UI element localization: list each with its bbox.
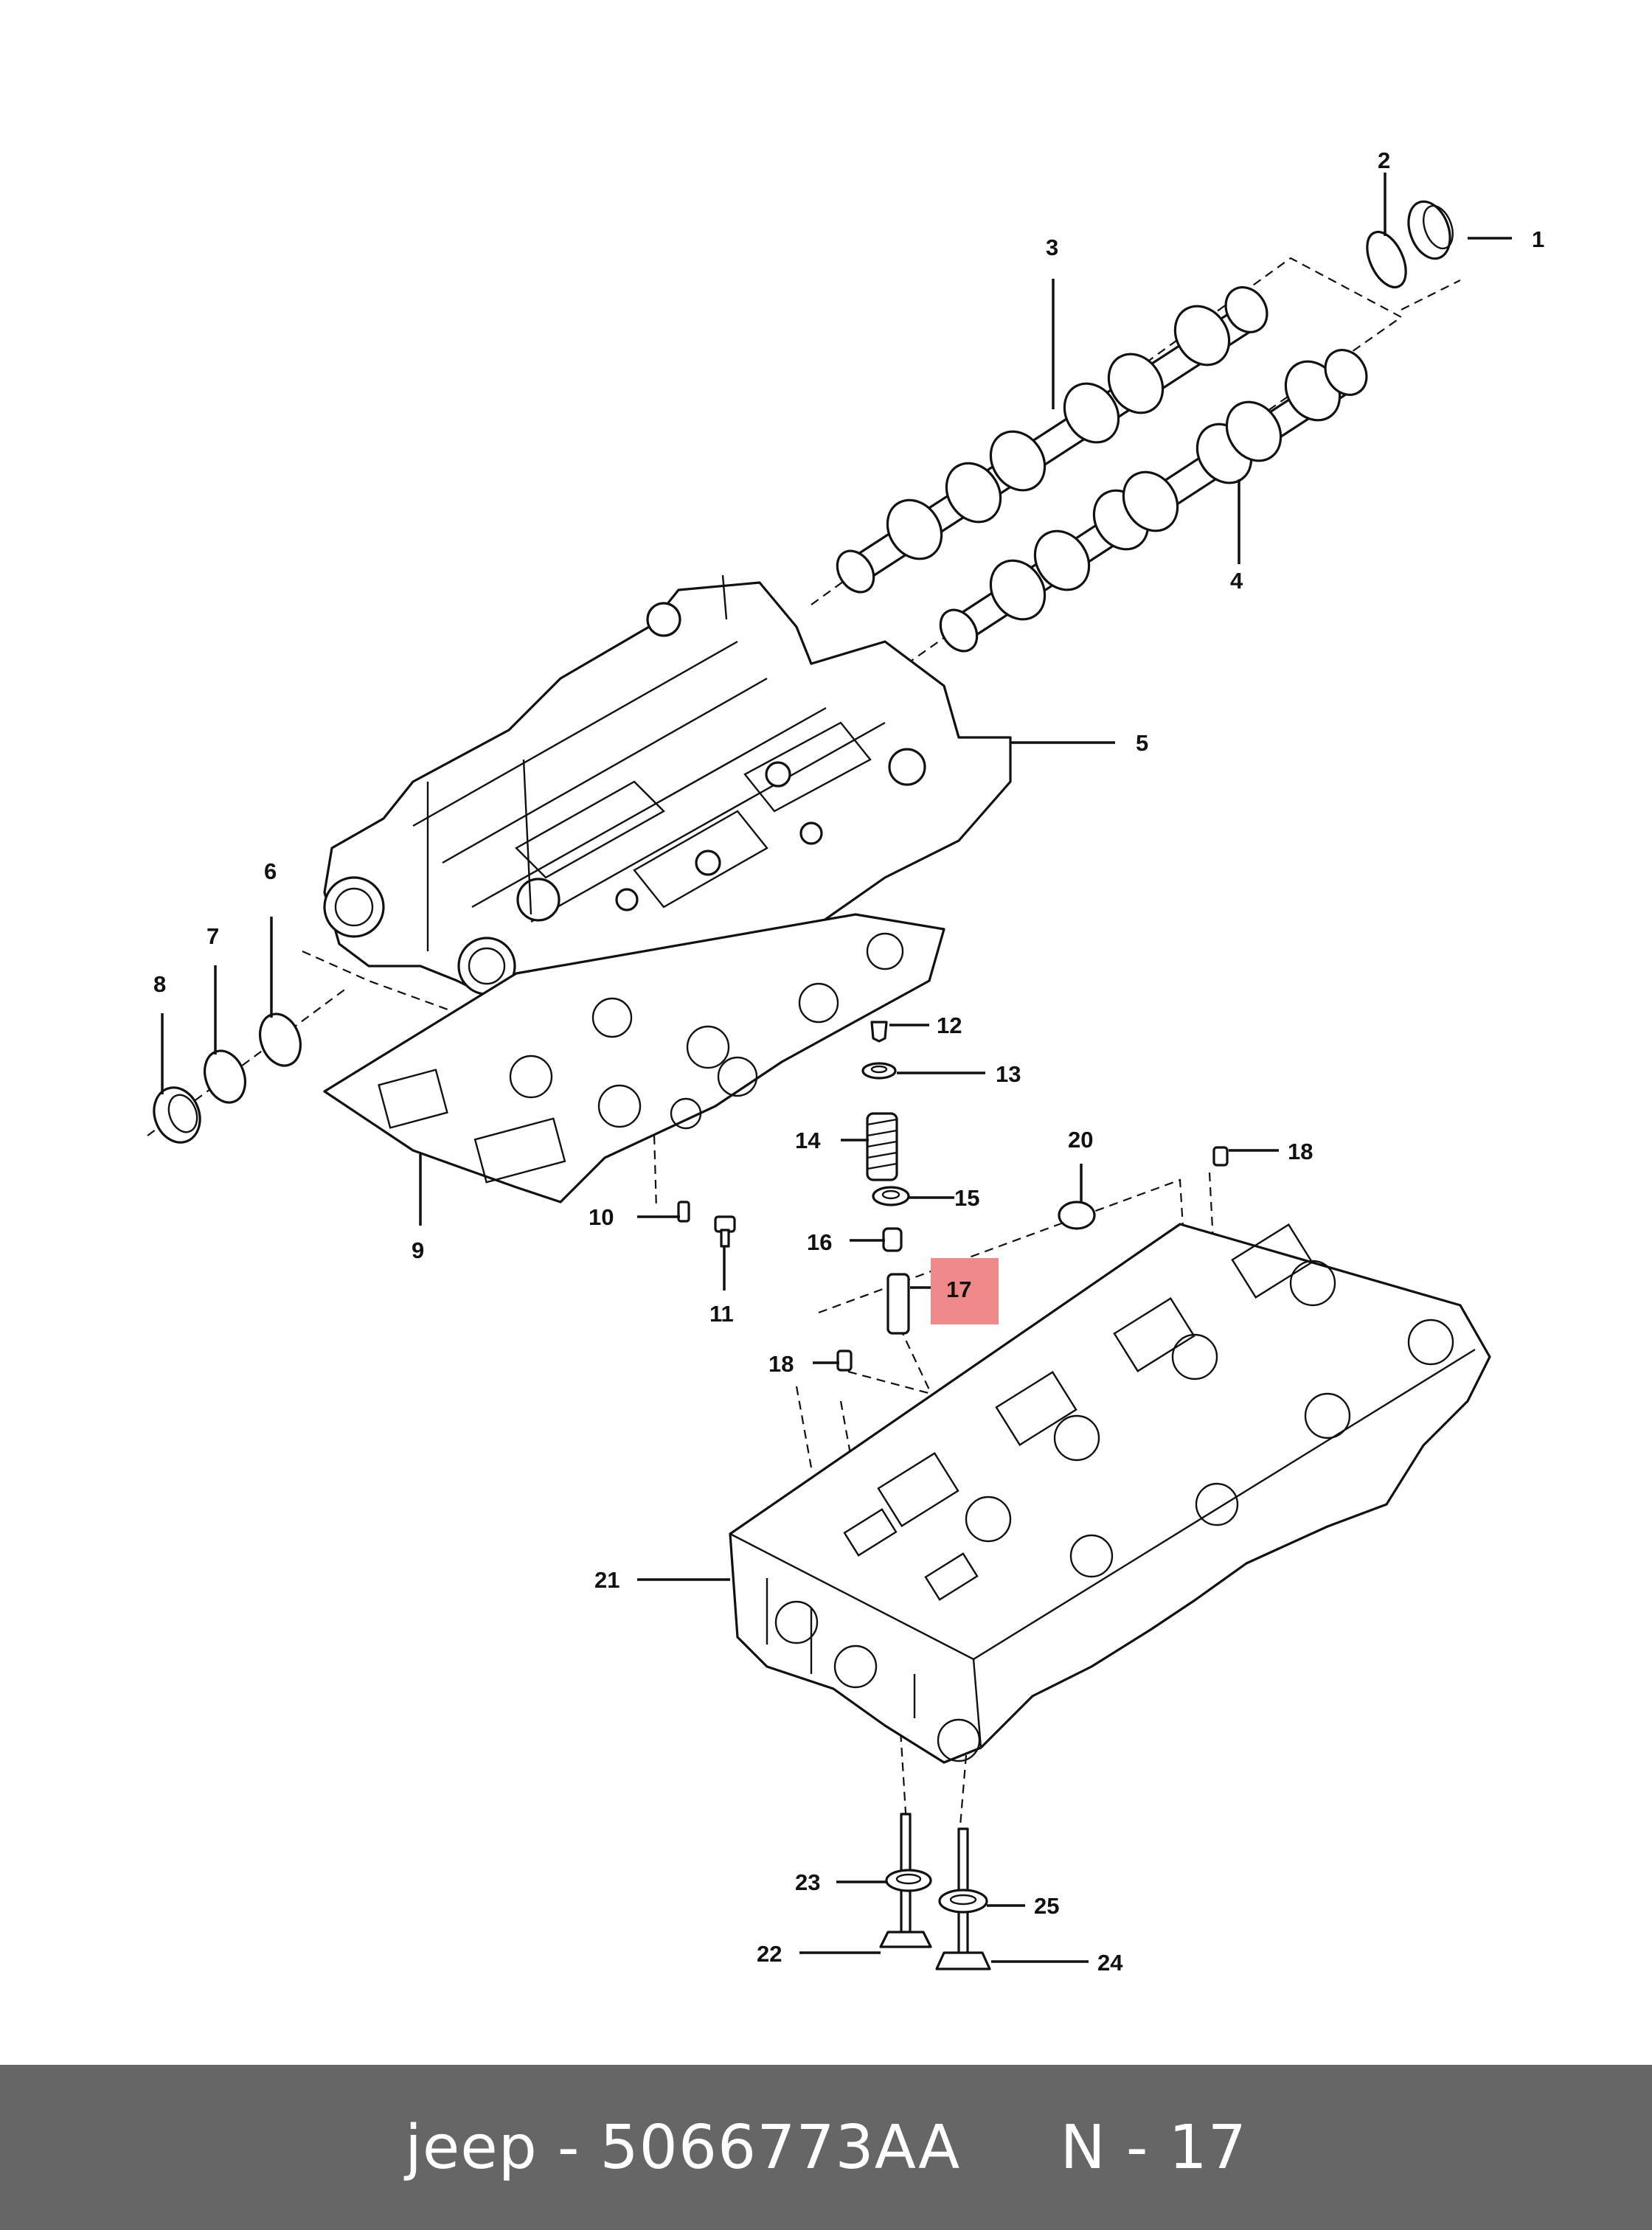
callout-8: 8 xyxy=(153,971,166,997)
callout-18-lower: 18 xyxy=(768,1351,794,1377)
callout-3: 3 xyxy=(1046,235,1058,260)
valve-guide-part-17 xyxy=(886,1273,910,1335)
callout-16: 16 xyxy=(807,1229,832,1255)
spring-seat-part-15 xyxy=(872,1186,910,1206)
callout-9: 9 xyxy=(412,1237,424,1263)
callout-2: 2 xyxy=(1378,147,1390,173)
part-number-text: jeep - 5066773AA N - 17 xyxy=(405,2112,1247,2183)
valve-seat-insert-part-25 xyxy=(938,1889,988,1914)
callout-7: 7 xyxy=(206,923,219,949)
part-number-banner: jeep - 5066773AA N - 17 xyxy=(0,2065,1652,2230)
callout-24: 24 xyxy=(1097,1950,1123,1976)
valve-spring-part-14 xyxy=(866,1112,898,1181)
plug-part-20 xyxy=(1058,1201,1096,1230)
dowel-pin-lower xyxy=(836,1350,853,1372)
spring-retainer-part-13 xyxy=(861,1062,897,1080)
cam-housing-part xyxy=(323,574,1012,1034)
callout-25: 25 xyxy=(1034,1893,1059,1919)
camshaft-upper-part xyxy=(836,286,1268,594)
callout-6: 6 xyxy=(264,858,277,884)
callout-23: 23 xyxy=(795,1869,820,1895)
callout-21: 21 xyxy=(594,1567,620,1593)
callout-15: 15 xyxy=(954,1185,979,1211)
bolt-part-11 xyxy=(714,1215,736,1248)
seal-part-8 xyxy=(153,1086,201,1144)
dowel-pin-upper xyxy=(1212,1146,1229,1167)
exploded-parts-diagram: 1 2 3 4 5 6 7 8 9 10 11 12 13 14 15 16 1… xyxy=(147,147,1544,1976)
callout-1: 1 xyxy=(1532,226,1544,252)
callout-4: 4 xyxy=(1230,568,1243,594)
callout-17: 17 xyxy=(946,1276,971,1302)
ring-part-6 xyxy=(259,1012,302,1067)
gasket-part xyxy=(323,913,945,1203)
callout-12: 12 xyxy=(937,1012,962,1038)
callout-10: 10 xyxy=(589,1204,614,1230)
callout-14: 14 xyxy=(795,1128,821,1153)
ring-part-7 xyxy=(204,1049,246,1104)
cylinder-head-part xyxy=(729,1223,1491,1764)
callout-13: 13 xyxy=(996,1061,1021,1087)
end-plug-part xyxy=(1407,200,1454,260)
callout-22: 22 xyxy=(757,1941,782,1967)
callout-5: 5 xyxy=(1136,730,1148,756)
camshaft-lower-part xyxy=(939,349,1368,653)
callout-11: 11 xyxy=(709,1301,734,1327)
leader-lines xyxy=(161,173,1512,1963)
callout-20: 20 xyxy=(1068,1127,1093,1153)
callout-18-upper: 18 xyxy=(1288,1139,1313,1164)
highlight-box xyxy=(931,1258,999,1324)
valve-seat-insert-part-23 xyxy=(885,1869,932,1892)
callout-labels: 1 2 3 4 5 6 7 8 9 10 11 12 13 14 15 16 1… xyxy=(153,147,1544,1976)
valve-seal-part-16 xyxy=(882,1227,903,1252)
valve-lock-part-12 xyxy=(870,1021,888,1043)
snap-ring-part xyxy=(1366,230,1407,289)
bolt-part-10 xyxy=(677,1201,690,1223)
